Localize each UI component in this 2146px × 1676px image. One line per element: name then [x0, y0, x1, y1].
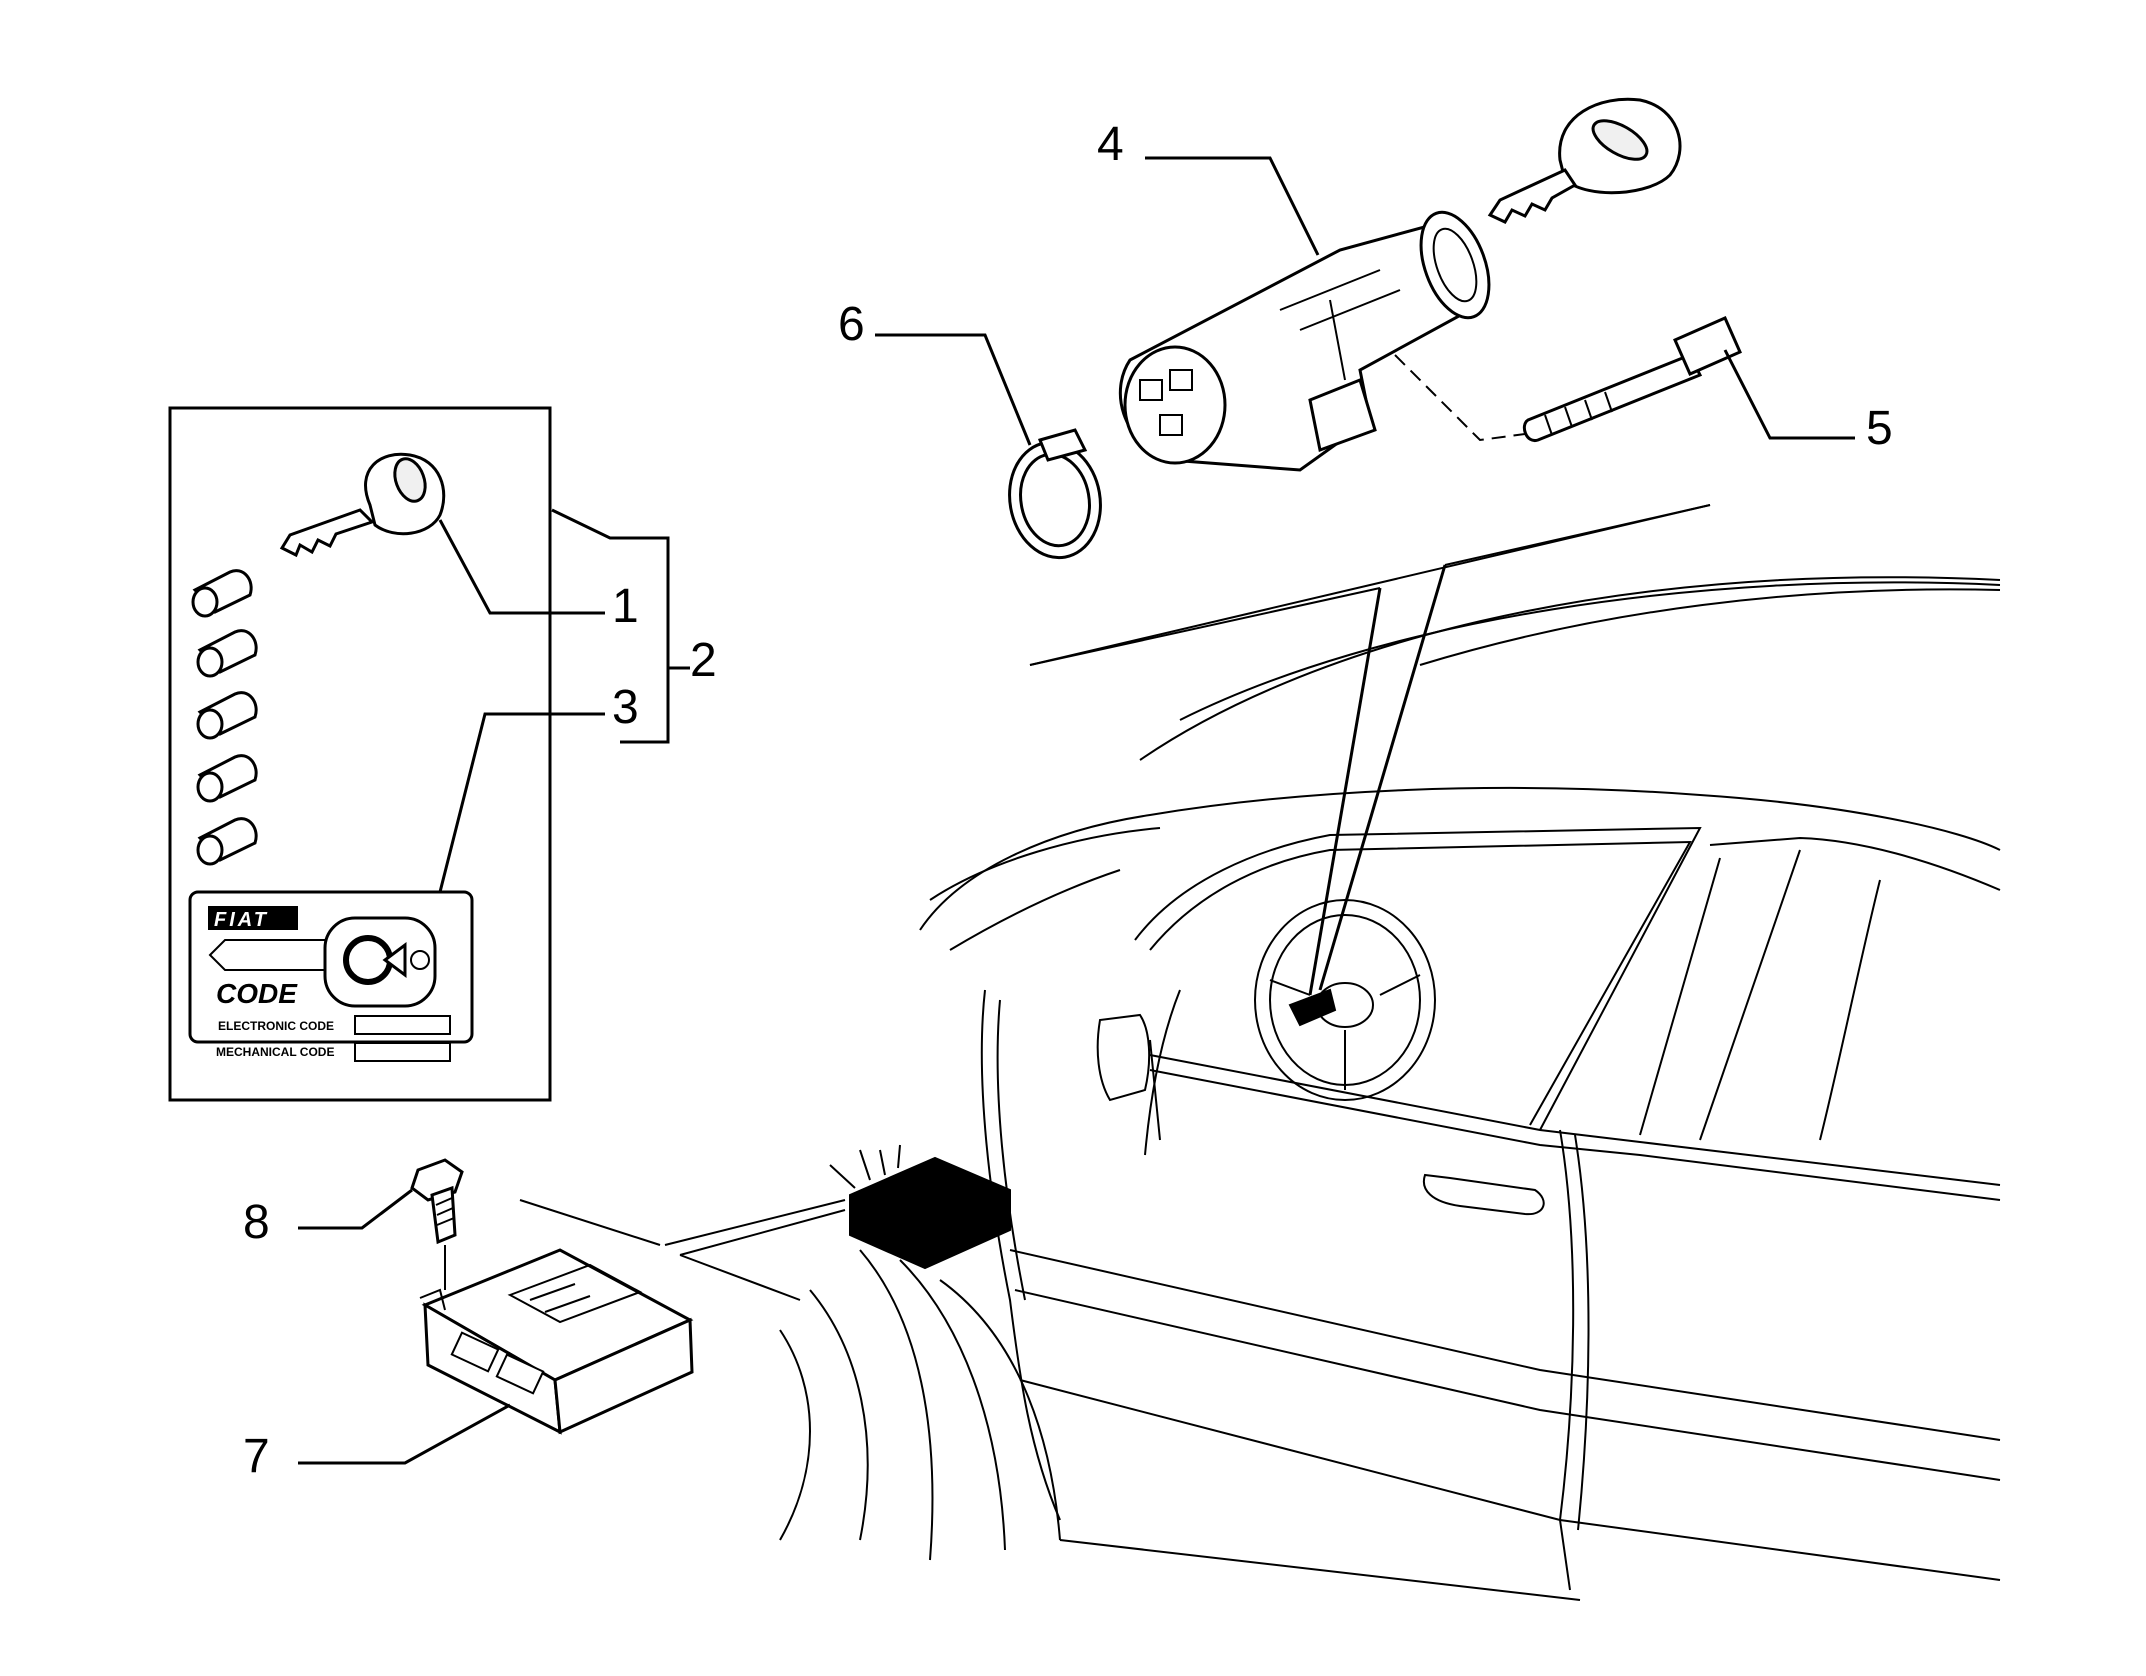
body-to-pin-link — [1394, 354, 1541, 442]
callout-7: 7 — [243, 1430, 270, 1483]
column-leader — [1029, 504, 1711, 996]
lock-cylinder-icons — [191, 569, 258, 866]
ignition-key-icon — [1487, 97, 1682, 224]
callout-8: 8 — [243, 1196, 270, 1249]
car-outline — [779, 504, 2001, 1601]
leader-lines — [298, 156, 1855, 1465]
callout-2: 2 — [690, 634, 717, 687]
card-title: CODE — [216, 978, 298, 1009]
key-icon — [279, 452, 446, 558]
callout-6: 6 — [838, 298, 865, 351]
card-brand: FIAT — [214, 909, 269, 931]
callout-4: 4 — [1097, 118, 1124, 171]
code-card: FIAT CODE ELECTRONIC CODE — [188, 890, 474, 1044]
harness-connector-icon — [519, 1144, 1011, 1301]
fiat-logo — [208, 906, 298, 930]
ring-icon — [1008, 428, 1102, 560]
ignition-lock-body-icon — [1118, 210, 1491, 472]
ecu-module-icon — [419, 1248, 694, 1435]
mechanical-code-label: MECHANICAL CODE — [216, 1045, 334, 1059]
mechanical-code-field — [354, 1042, 451, 1062]
callout-1: 1 — [612, 580, 639, 633]
callout-5: 5 — [1866, 402, 1893, 455]
pin-icon — [1522, 316, 1742, 442]
kit-box — [168, 406, 552, 1102]
bolt-icon — [410, 1158, 464, 1290]
callout-3: 3 — [612, 681, 639, 734]
electronic-code-label: ELECTRONIC CODE — [218, 1019, 334, 1033]
electronic-code-field — [354, 1015, 451, 1035]
